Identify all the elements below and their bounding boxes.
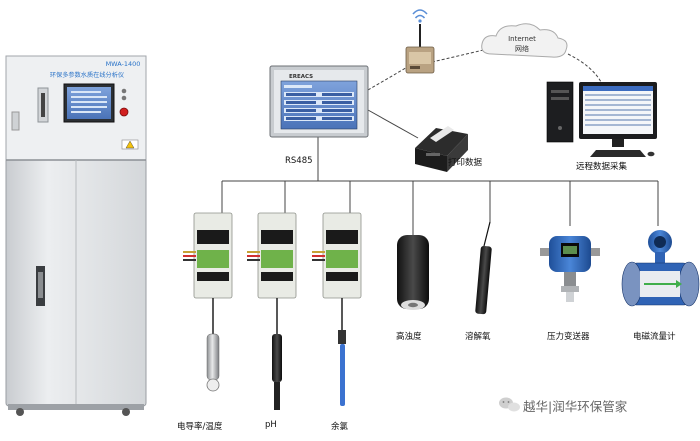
- flowmeter-label: 电磁流量计: [633, 332, 676, 342]
- dissolved-oxygen-label: 溶解氧: [465, 332, 491, 342]
- cloud-label-internet: Internet: [508, 35, 536, 43]
- pressure-transmitter: [540, 236, 600, 302]
- rs485-label: RS485: [285, 156, 313, 166]
- electromagnetic-flowmeter: [621, 230, 700, 307]
- cabinet-model: MWA-1400: [106, 60, 141, 68]
- dissolved-oxygen-sensor: [475, 221, 492, 315]
- internet-cloud: [481, 23, 568, 58]
- conductivity-label: 电导率/温度: [177, 422, 223, 432]
- pressure-label: 压力变送器: [547, 332, 590, 342]
- printer-label: 打印数据: [448, 158, 483, 168]
- analyzer-cabinet: [5, 55, 147, 416]
- wechat-icon: [499, 397, 520, 412]
- cloud-label-network: 网络: [515, 44, 529, 53]
- turbidity-label: 高浊度: [396, 332, 422, 342]
- hmi-touch-screen: [269, 65, 369, 138]
- watermark-text: 越华|润华环保管家: [523, 399, 628, 414]
- remote-label: 远程数据采集: [576, 162, 628, 172]
- ph-transmitter: [247, 212, 297, 410]
- chlorine-transmitter: [312, 212, 362, 406]
- turbidity-sensor: [397, 235, 429, 310]
- thermal-printer: [415, 126, 468, 172]
- wireless-router: [405, 9, 435, 74]
- conductivity-transmitter: [183, 212, 233, 392]
- hmi-brand: EREACS: [289, 74, 313, 80]
- remote-computer: [546, 81, 657, 157]
- ph-label: pH: [265, 420, 277, 430]
- cabinet-title: 环保多参数水质在线分析仪: [50, 71, 124, 79]
- chlorine-label: 余氯: [331, 422, 349, 432]
